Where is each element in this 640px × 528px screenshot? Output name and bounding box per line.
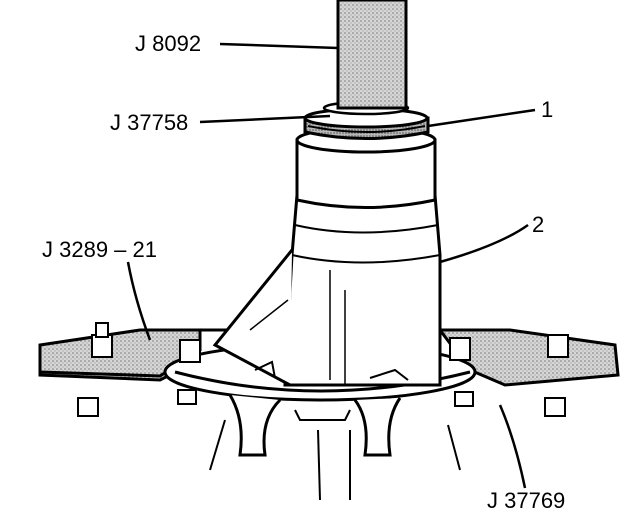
fixture-plate xyxy=(38,328,620,387)
fixture-bolts xyxy=(77,322,569,417)
label-part-2: 2 xyxy=(532,212,545,237)
leader-lines xyxy=(126,42,536,489)
label-j37758: J 37758 xyxy=(110,110,189,135)
label-j3289-21: J 3289 – 21 xyxy=(42,237,157,262)
hub-legs xyxy=(209,394,461,501)
label-j37769: J 37769 xyxy=(487,488,566,513)
hub-body xyxy=(212,193,442,387)
driver-handle xyxy=(336,0,408,110)
label-part-1: 1 xyxy=(541,97,554,122)
label-j8092: J 8092 xyxy=(135,31,202,56)
